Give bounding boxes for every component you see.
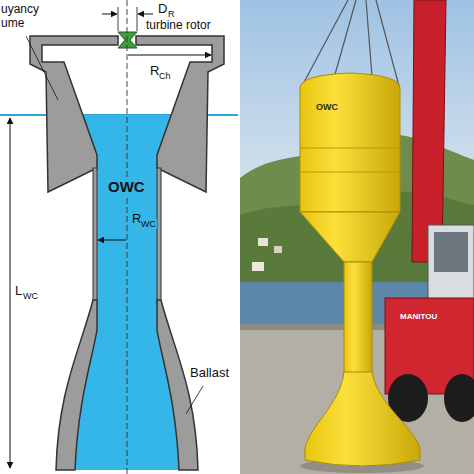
schematic: [0, 0, 238, 474]
tube-wall: [93, 168, 97, 303]
ballast: [157, 300, 198, 470]
buoyancy-volume: [30, 36, 118, 192]
part-label: uyancy ume: [1, 3, 45, 31]
dimension-symbol: L: [15, 284, 22, 299]
dimension-symbol: R: [150, 64, 159, 79]
wheel: [444, 374, 474, 422]
dimension-arrow: [138, 14, 153, 15]
dimension-subscript: WC: [23, 291, 38, 301]
extension-line: [118, 7, 119, 31]
extension-line: [137, 7, 138, 31]
dimension-subscript: Ch: [159, 71, 171, 81]
part-label: OWC: [107, 178, 146, 195]
leader-line: [186, 386, 203, 414]
buoy-marking: OWC: [316, 102, 338, 112]
tube-wall: [157, 168, 161, 303]
centerline: [127, 0, 128, 474]
cable: [366, 0, 372, 76]
part-label: turbine rotor: [146, 19, 211, 33]
buoy-cone: [300, 212, 400, 262]
part-label: Ballast: [190, 366, 229, 381]
dimension-subscript: WC: [140, 219, 157, 229]
dimension-symbol: D: [158, 2, 167, 17]
dimension-arrow: [10, 118, 11, 468]
leader-line: [26, 36, 58, 100]
buoy-top: [300, 73, 400, 212]
dimension-arrow: [128, 55, 211, 56]
crane-cab: [428, 225, 474, 305]
ballast: [56, 300, 97, 470]
turbine-rotor: [118, 32, 137, 48]
buoy-neck: [344, 262, 372, 374]
cable: [376, 0, 399, 86]
buoyancy-volume: [136, 36, 224, 192]
dimension-arrow: [98, 240, 126, 241]
dimension-arrow: [102, 14, 117, 15]
buoy-flare: [305, 372, 420, 466]
crane-boom: [412, 0, 446, 262]
crane-marking: MANITOU: [400, 312, 437, 321]
dimension-subscript: R: [168, 9, 175, 19]
cable: [334, 0, 356, 78]
photo: [240, 0, 474, 474]
